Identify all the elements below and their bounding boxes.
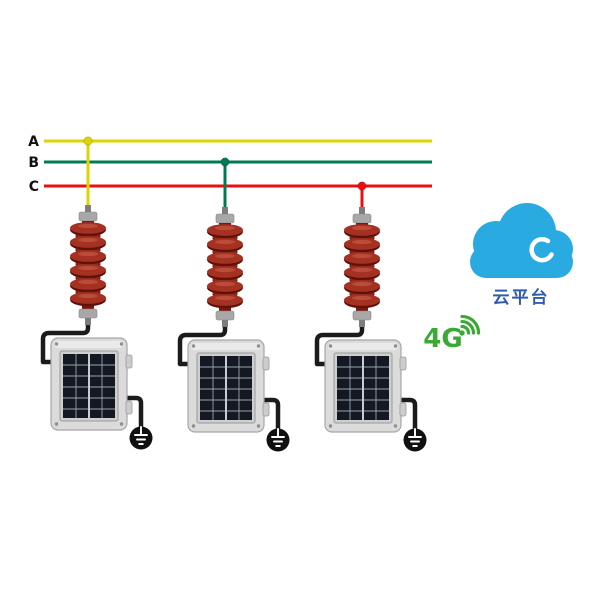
monitoring-unit-a bbox=[40, 204, 154, 451]
device-ground-cable bbox=[123, 395, 144, 431]
monitoring-unit-b bbox=[177, 206, 291, 453]
phase-c: C bbox=[29, 179, 432, 195]
device-ground-cable bbox=[397, 397, 418, 433]
phase-a: A bbox=[28, 134, 432, 150]
surge-arrester-icon bbox=[69, 204, 107, 326]
phase-c-tap-dot bbox=[357, 181, 367, 191]
phase-a-tap bbox=[83, 136, 93, 206]
cloud-platform-icon bbox=[470, 203, 573, 278]
wifi-signal-icon bbox=[459, 314, 481, 336]
cloud-platform-label: 云平台 bbox=[493, 287, 550, 308]
phase-c-label: C bbox=[29, 179, 39, 195]
ground-electrode-icon bbox=[402, 427, 428, 453]
phase-a-label: A bbox=[28, 134, 39, 150]
phase-b-tap bbox=[220, 157, 230, 208]
phase-b-label: B bbox=[28, 155, 39, 171]
arrester-to-device-cable bbox=[177, 319, 228, 367]
arrester-to-device-cable bbox=[314, 319, 365, 367]
phase-bus-lines: A B C bbox=[28, 134, 432, 195]
phase-a-tap-dot bbox=[83, 136, 93, 146]
phase-b: B bbox=[28, 155, 432, 171]
surge-arrester-icon bbox=[206, 206, 244, 328]
monitoring-device-icon bbox=[324, 339, 407, 433]
monitoring-unit-c bbox=[314, 206, 428, 453]
cloud-swirl-mark bbox=[529, 237, 554, 263]
ground-electrode-icon bbox=[128, 425, 154, 451]
monitoring-device-icon bbox=[50, 337, 133, 431]
phase-taps bbox=[83, 136, 367, 208]
surge-arrester-icon bbox=[343, 206, 381, 328]
phase-c-tap bbox=[357, 181, 367, 208]
ground-electrode-icon bbox=[265, 427, 291, 453]
network-4g-label: 4G bbox=[423, 324, 462, 354]
phase-b-tap-dot bbox=[220, 157, 230, 167]
device-ground-cable bbox=[260, 397, 281, 433]
arrester-to-device-cable bbox=[40, 317, 91, 365]
monitoring-device-icon bbox=[187, 339, 270, 433]
